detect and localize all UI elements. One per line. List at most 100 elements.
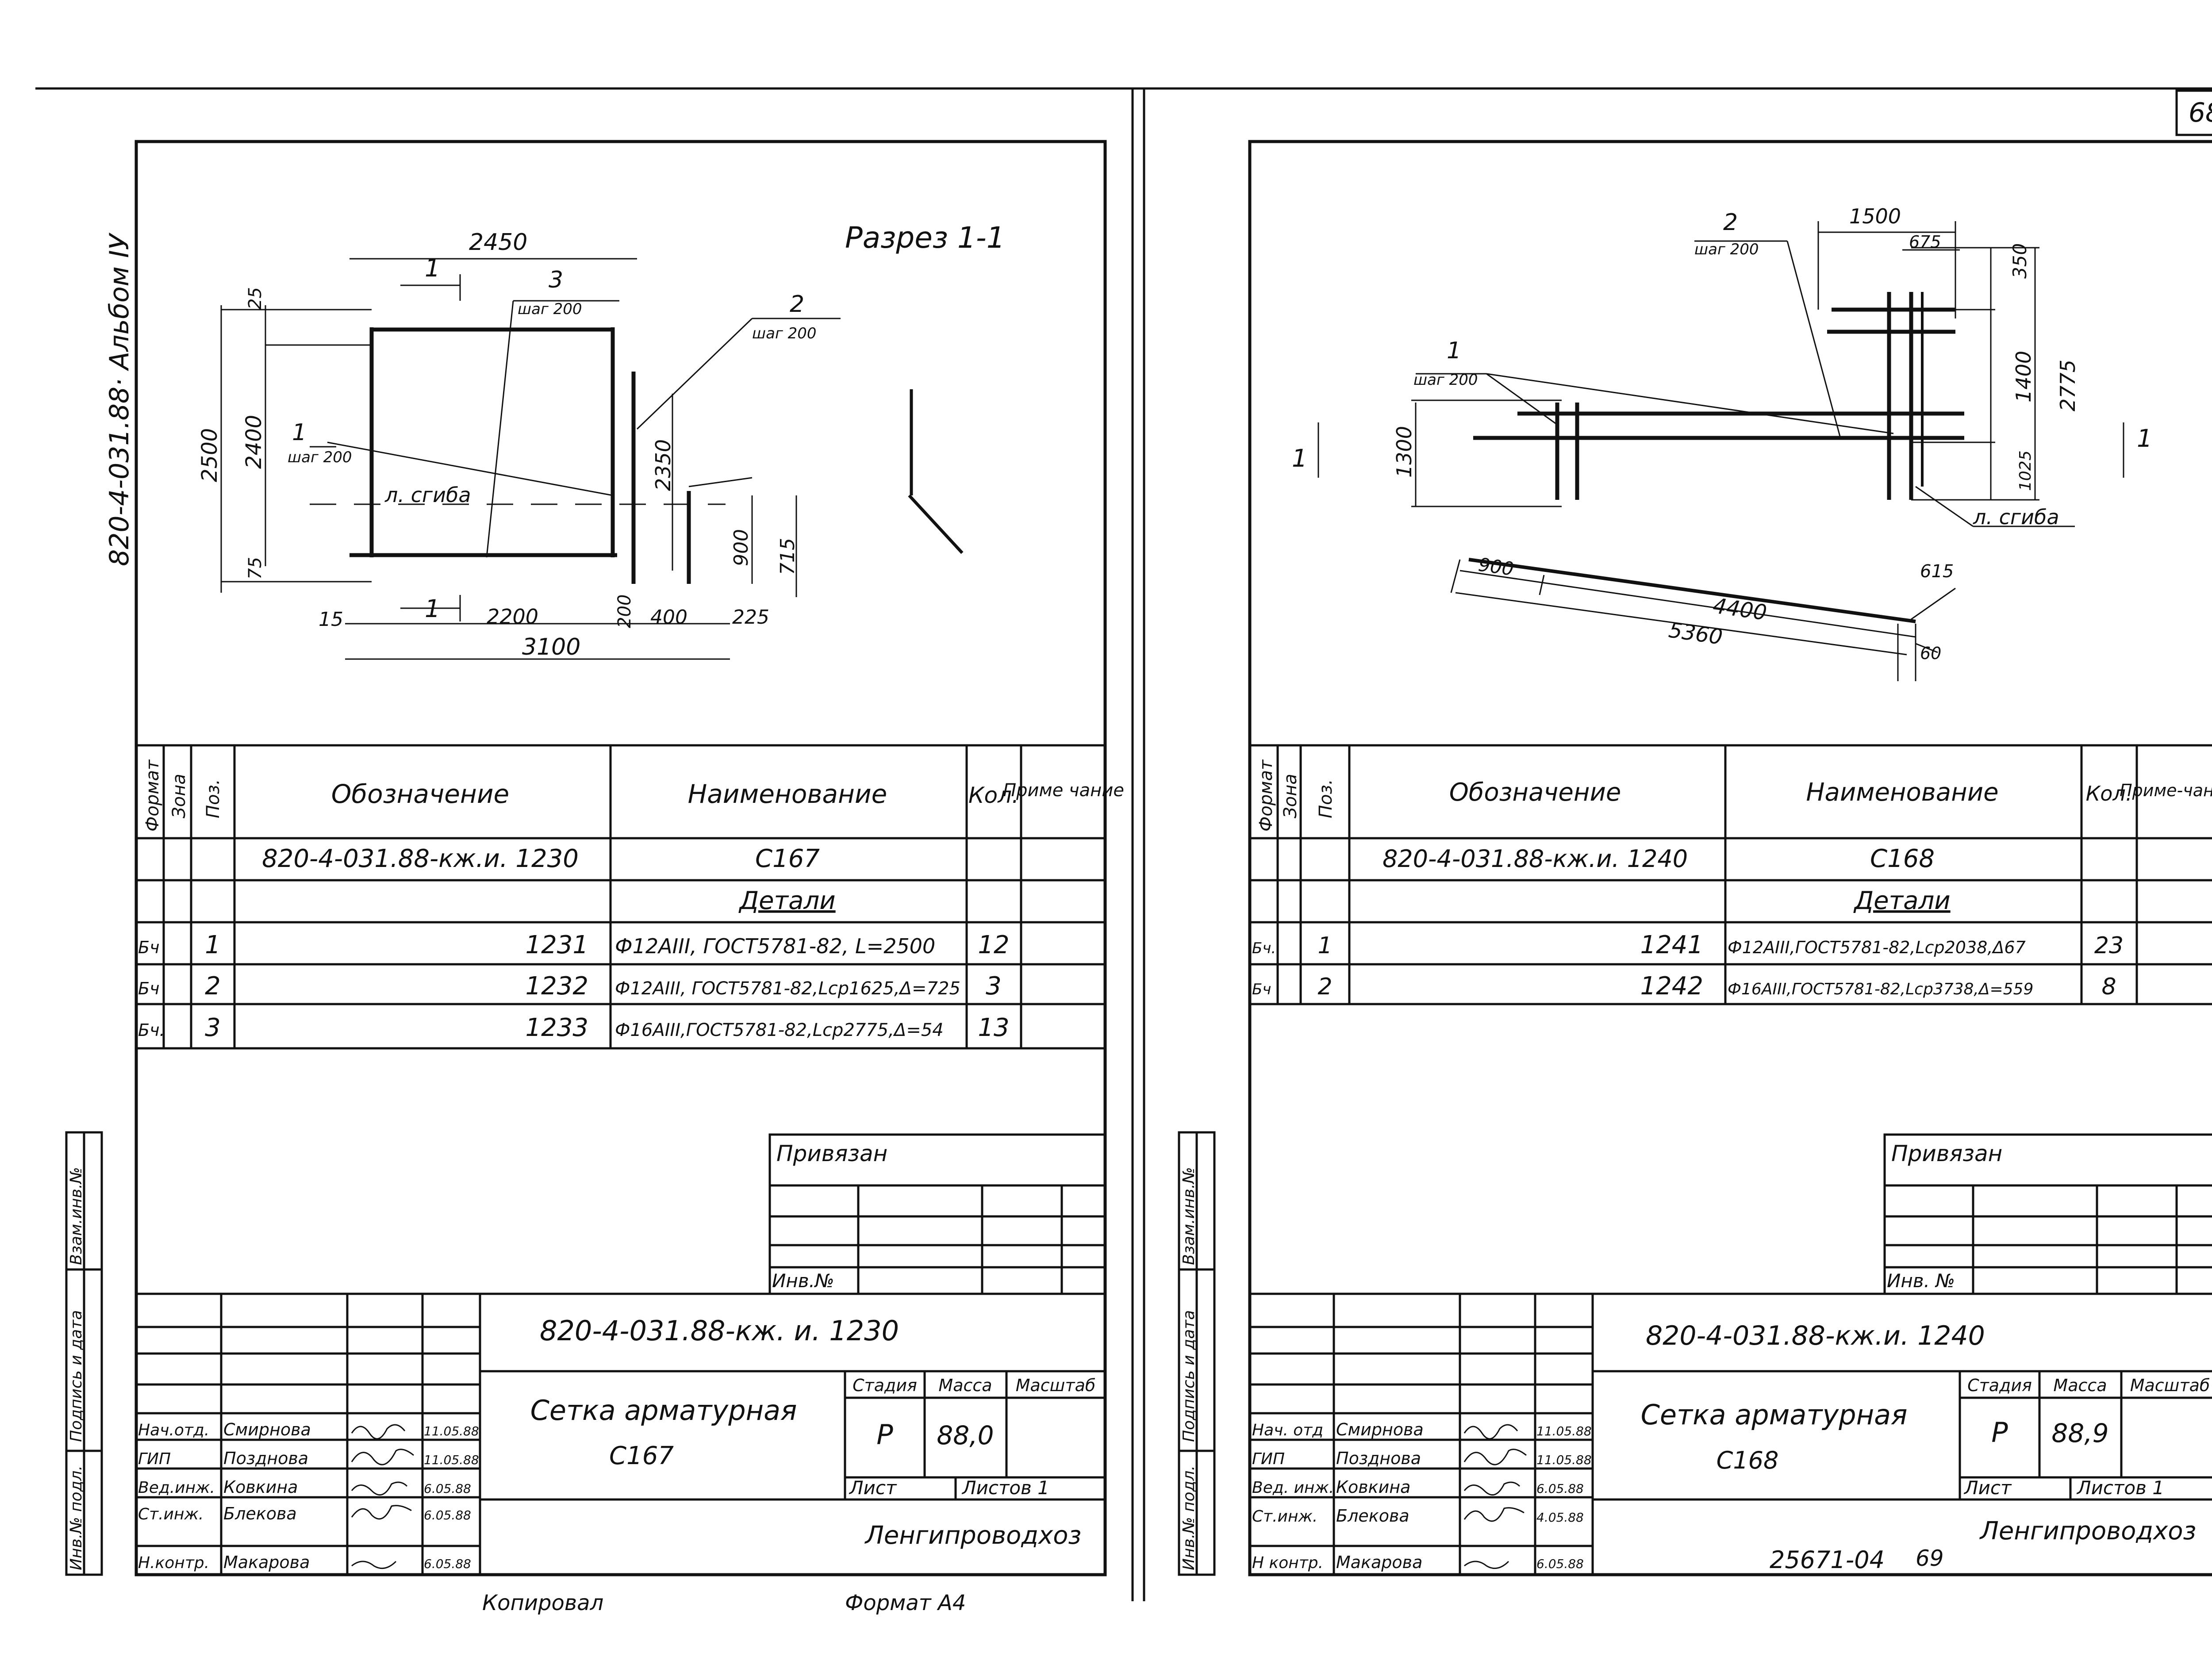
spec-row-1-qty: 12 <box>978 931 1009 959</box>
title-sheet-label: Лист <box>849 1477 897 1499</box>
rspec-row-1-pos: 1 <box>1317 932 1332 959</box>
rdim-top-inner: 675 <box>1909 232 1941 252</box>
copied-label: Копировал <box>482 1591 603 1615</box>
callout-pos-2: 2 <box>790 291 804 318</box>
rdim-5360: 5360 <box>1667 617 1724 649</box>
spec-row-1-format: Бч <box>138 938 160 957</box>
rspec-row-1-qty: 23 <box>2094 932 2124 959</box>
rtitle-name: Сетка арматурная <box>1641 1399 1908 1431</box>
dim-height-inner: 2400 <box>242 415 266 469</box>
rdim-60: 60 <box>1920 644 1941 663</box>
rstaff-2-role: ГИП <box>1252 1450 1285 1468</box>
spec-row-1-pos: 1 <box>205 931 221 959</box>
dim-leg-height: 900 <box>730 529 753 566</box>
rcallout-pos-2: 2 <box>1723 209 1738 236</box>
rspec-row-1-name: Ф12АIII,ГОСТ5781-82,Lср2038,Δ67 <box>1728 938 2026 957</box>
archive-number: 25671-04 <box>1770 1546 1885 1574</box>
rspec-row-2-format: Бч <box>1252 981 1271 998</box>
title-mass-label: Масса <box>938 1376 992 1395</box>
spec-row-3-name: Ф16АIII,ГОСТ5781-82,Lср2775,Δ=54 <box>615 1020 944 1040</box>
spec-header-zone: Зона <box>169 774 189 818</box>
rspec-header-qty: Кол. <box>2086 782 2132 805</box>
rside-label-sign-date: Подпись и дата <box>1180 1310 1198 1442</box>
rside-label-vzam: Взам.инв.№ <box>1180 1167 1198 1265</box>
rcallout-step-1: шаг 200 <box>1413 371 1478 389</box>
rstaff-3-date: 6.05.88 <box>1536 1481 1584 1496</box>
rspec-row-2-name: Ф16АIII,ГОСТ5781-82,Lср3738,Δ=559 <box>1728 980 2033 998</box>
rinv-no-label: Инв. № <box>1887 1270 1955 1292</box>
spec-row-1-name: Ф12АIII, ГОСТ5781-82, L=2500 <box>615 934 935 958</box>
dim-bar-height: 2350 <box>651 439 675 491</box>
bend-line-label: л. сгиба <box>384 483 471 507</box>
staff-1-date: 11.05.88 <box>424 1424 479 1438</box>
section-mark-bottom: 1 <box>425 594 440 623</box>
dim-total: 3100 <box>522 634 580 660</box>
section-title: Разрез 1-1 <box>845 221 1005 255</box>
dim-height-outer: 2500 <box>197 428 222 482</box>
rtitle-org: Ленгипроводхоз <box>1979 1517 2197 1545</box>
rstaff-4-role: Ст.инж. <box>1252 1507 1317 1526</box>
spec-row-3-designation: 1233 <box>525 1013 588 1042</box>
rcallout-pos-1: 1 <box>1447 337 1461 364</box>
spec-section-details: Детали <box>738 886 835 915</box>
rspec-header-pos: Поз. <box>1316 779 1336 818</box>
title-scale-label: Масштаб <box>1016 1376 1096 1395</box>
right-signatures <box>1463 1424 1527 1569</box>
dim-top-offset: 25 <box>245 287 265 310</box>
rstaff-5-date: 6.05.88 <box>1536 1557 1584 1571</box>
spec-header-format: Формат <box>142 759 163 832</box>
rstaff-3-role: Вед. инж. <box>1252 1479 1334 1497</box>
staff-4-date: 6.05.88 <box>424 1508 471 1522</box>
spec-assembly-designation: 820-4-031.88-кж.и. 1230 <box>262 844 579 873</box>
side-label-vzam: Взам.инв.№ <box>67 1167 85 1265</box>
title-subtitle: С167 <box>609 1442 674 1470</box>
title-stage-label: Стадия <box>853 1376 917 1395</box>
staff-5-date: 6.05.88 <box>424 1557 471 1571</box>
rspec-header-name: Наименование <box>1806 778 1998 807</box>
rspec-assembly-designation: 820-4-031.88-кж.и. 1240 <box>1382 845 1688 873</box>
spec-row-2-pos: 2 <box>205 972 221 1001</box>
rstaff-1-role: Нач. отд <box>1252 1421 1323 1439</box>
staff-4-role: Ст.инж. <box>138 1505 204 1523</box>
staff-2-name: Позднова <box>223 1449 308 1468</box>
rdim-1300: 1300 <box>1392 426 1416 478</box>
spec-row-3-format: Бч. <box>138 1020 165 1040</box>
rdim-350: 350 <box>2009 243 2031 279</box>
rstaff-2-name: Позднова <box>1336 1449 1421 1468</box>
spec-header-designation: Обозначение <box>331 779 509 809</box>
spec-row-2-format: Бч <box>138 979 160 998</box>
rdim-1025: 1025 <box>2016 450 2035 491</box>
staff-5-role: Н.контр. <box>138 1554 209 1572</box>
dim-span: 2200 <box>487 605 538 629</box>
staff-2-role: ГИП <box>138 1450 171 1468</box>
rbound-label: Привязан <box>1891 1141 2002 1166</box>
bound-label: Привязан <box>776 1141 887 1166</box>
right-side-strip <box>1178 1131 1216 1576</box>
page-number: 68 <box>2189 97 2212 128</box>
rdim-900: 900 <box>1477 553 1515 580</box>
inv-no-label: Инв.№ <box>772 1270 834 1292</box>
spec-row-2-qty: 3 <box>986 972 1002 1001</box>
rspec-row-2-pos: 2 <box>1317 974 1332 1000</box>
staff-3-role: Вед.инж. <box>138 1479 215 1497</box>
callout-step-2: шаг 200 <box>752 325 817 342</box>
left-spec-grid <box>136 744 1105 1050</box>
archive-sheet: 69 <box>1916 1545 1944 1571</box>
rtitle-sheet-label: Лист <box>1963 1477 2012 1499</box>
dim-gap: 200 <box>614 594 635 628</box>
format-label: Формат А4 <box>845 1591 966 1615</box>
title-name: Сетка арматурная <box>530 1394 797 1427</box>
callout-step-3: шаг 200 <box>518 300 582 318</box>
rstaff-1-name: Смирнова <box>1336 1420 1424 1439</box>
dim-top-width: 2450 <box>469 229 527 256</box>
staff-1-role: Нач.отд. <box>138 1421 209 1439</box>
side-label-inv-orig: Инв.№ подл. <box>67 1465 85 1570</box>
rspec-section-details: Детали <box>1853 886 1950 915</box>
rtitle-mass-label: Масса <box>2053 1376 2107 1395</box>
section-mark-left: 1 <box>1292 444 1307 472</box>
right-title-block <box>1250 1292 2212 1575</box>
right-rebar-lines <box>1468 292 1964 623</box>
page-frame <box>35 87 2212 1601</box>
rdim-1400: 1400 <box>2012 351 2035 403</box>
